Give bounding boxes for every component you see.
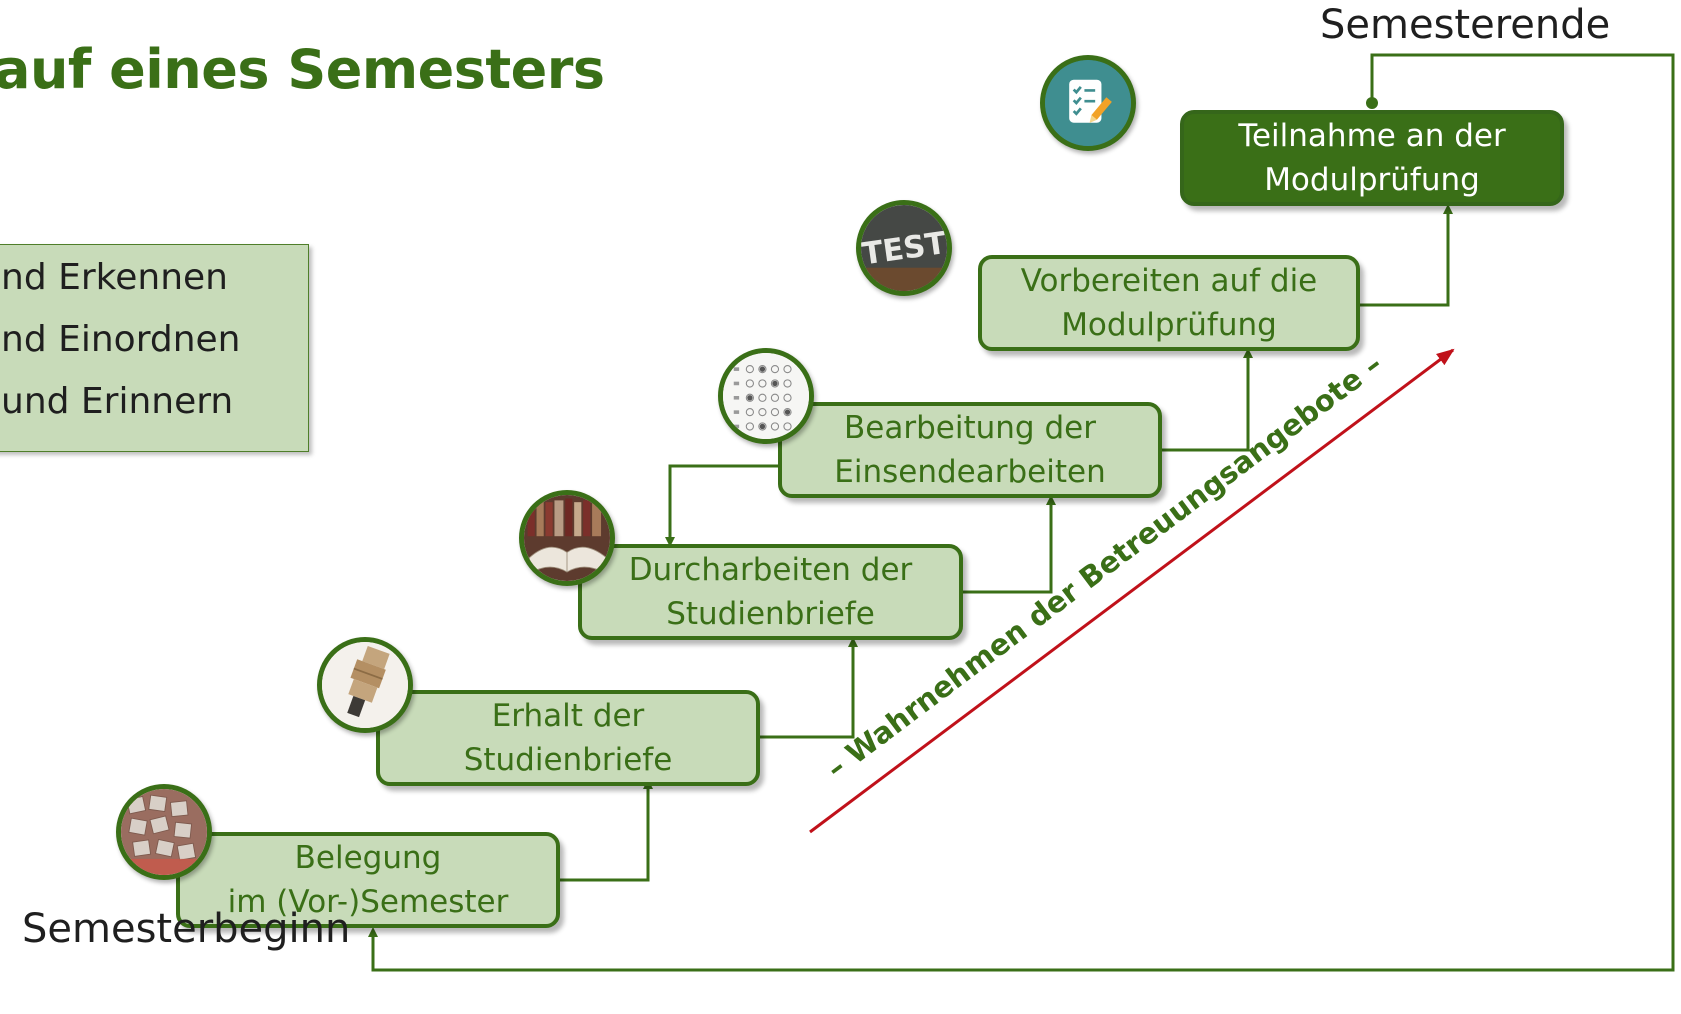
step-erhalt-line2: Studienbriefe: [463, 742, 673, 778]
cycle-dot: [1366, 97, 1378, 109]
arrow-vorbereiten-to-teilnahme: [1360, 204, 1453, 307]
arrow-belegung-to-erhalt: [560, 779, 653, 882]
answer-sheet-photo: [718, 348, 814, 444]
open-book-photo: [519, 490, 615, 586]
step-bearbeitung-line1: Bearbeitung der: [844, 410, 1096, 446]
legend-box: nd Erkennen nd Einordnen und Erinnern: [0, 244, 309, 452]
step-teilnahme-line2: Modulprüfung: [1264, 162, 1480, 198]
arrow-bearbeitung-to-durcharbeiten: [665, 464, 780, 547]
step-erhalt: Erhalt der Studienbriefe: [376, 690, 760, 786]
step-vorbereiten-line1: Vorbereiten auf die: [1020, 263, 1318, 299]
step-belegung-line2: im (Vor-)Semester: [227, 884, 509, 920]
legend-item-1: nd Erkennen: [1, 257, 228, 298]
step-bearbeitung: Bearbeitung der Einsendearbeiten: [778, 402, 1162, 498]
arrow-erhalt-to-durcharbeiten: [760, 637, 858, 739]
support-arrow: [809, 348, 1455, 834]
step-durcharbeiten-line2: Studienbriefe: [666, 596, 875, 632]
test-chalkboard-photo: TEST: [856, 200, 952, 296]
step-durcharbeiten: Durcharbeiten der Studienbriefe: [578, 544, 963, 640]
step-teilnahme-line1: Teilnahme an der: [1238, 118, 1506, 154]
step-erhalt-line1: Erhalt der: [491, 698, 645, 734]
cycle-return-line: [368, 53, 1675, 972]
step-durcharbeiten-line1: Durcharbeiten der: [628, 552, 913, 588]
legend-item-2: nd Einordnen: [1, 319, 241, 360]
checklist-icon: [1040, 55, 1136, 151]
letter-tiles-photo: [116, 784, 212, 880]
page-title: auf eines Semesters: [0, 38, 605, 101]
step-bearbeitung-line2: Einsendearbeiten: [834, 454, 1106, 490]
step-teilnahme: Teilnahme an der Modulprüfung: [1180, 110, 1564, 206]
step-vorbereiten-line2: Modulprüfung: [1061, 307, 1277, 343]
parcel-photo: [317, 637, 413, 733]
arrow-durcharbeiten-to-bearbeitung: [963, 495, 1056, 594]
step-vorbereiten: Vorbereiten auf die Modulprüfung: [978, 255, 1360, 351]
legend-item-3: und Erinnern: [1, 381, 234, 422]
label-semesterbeginn: Semesterbeginn: [22, 906, 351, 952]
label-semesterende: Semesterende: [1320, 2, 1611, 48]
step-belegung: Belegung im (Vor-)Semester: [176, 832, 560, 928]
arrow-bearbeitung-to-vorbereiten: [1162, 348, 1253, 452]
step-belegung-line1: Belegung: [294, 840, 442, 876]
